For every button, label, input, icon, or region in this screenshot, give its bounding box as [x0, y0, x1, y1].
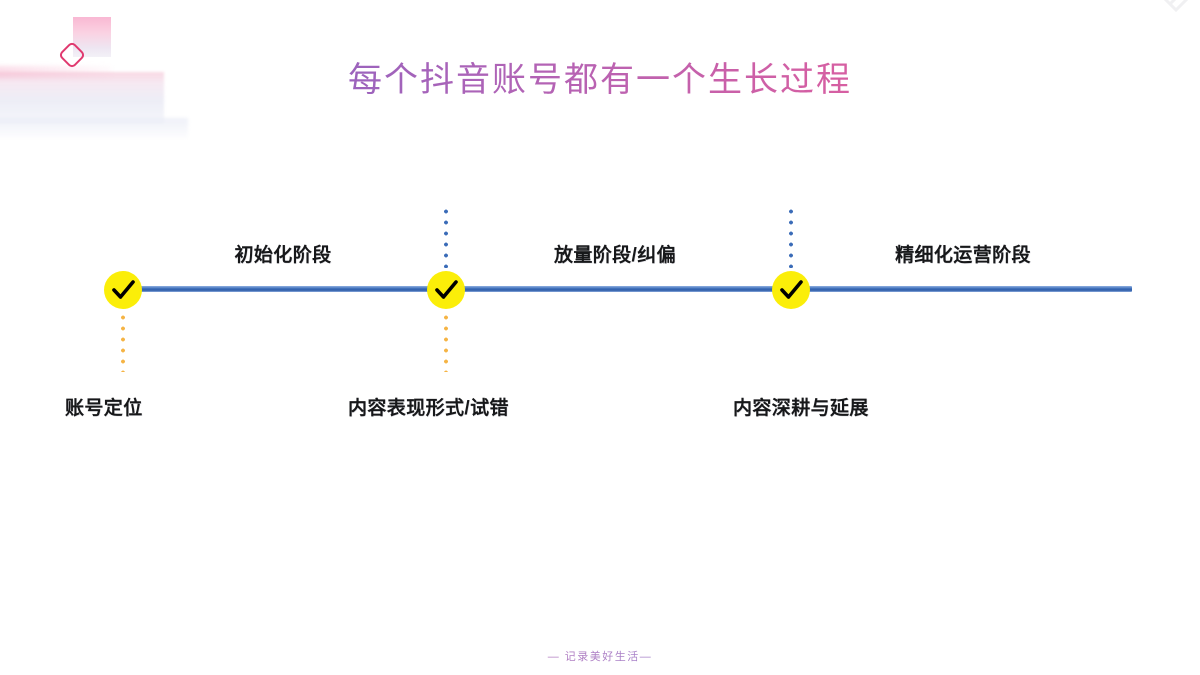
- connector-dots-down-2: [444, 312, 448, 372]
- slide-footer: — 记录美好生活—: [0, 648, 1200, 664]
- timeline-axis: [112, 286, 1132, 292]
- decor-lavender-band-lower: [0, 118, 188, 138]
- connector-dots-up-2: [444, 206, 448, 268]
- timeline-node-3[interactable]: [772, 271, 810, 309]
- check-icon: [112, 280, 135, 299]
- page-title: 每个抖音账号都有一个生长过程: [0, 56, 1200, 104]
- timeline-node-1[interactable]: [104, 271, 142, 309]
- stage-label-3: 精细化运营阶段: [895, 245, 1031, 266]
- stage-label-1: 初始化阶段: [234, 245, 332, 266]
- check-icon: [780, 280, 803, 299]
- node-label-2: 内容表现形式/试错: [348, 398, 509, 419]
- check-icon: [435, 280, 458, 299]
- stage-label-2: 放量阶段/纠偏: [553, 245, 677, 266]
- decor-corner-arrow-icon: [1163, 0, 1189, 13]
- connector-dots-down-1: [121, 312, 125, 372]
- decor-lavender-band: [0, 72, 164, 124]
- connector-dots-up-3: [789, 206, 793, 268]
- timeline-node-2[interactable]: [427, 271, 465, 309]
- decor-pink-square: [73, 17, 111, 57]
- node-label-1: 账号定位: [65, 398, 143, 419]
- node-label-3: 内容深耕与延展: [733, 398, 869, 419]
